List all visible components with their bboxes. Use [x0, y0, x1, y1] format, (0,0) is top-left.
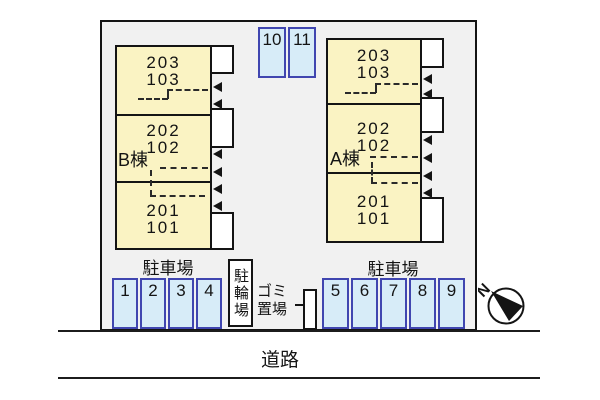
entrance-arrow-icon — [213, 167, 222, 177]
entrance-path-dash — [138, 98, 168, 100]
parking-stall: 4 — [196, 278, 222, 329]
entrance-arrow-icon — [423, 135, 432, 145]
building-b-name: B棟 — [118, 150, 149, 170]
building-a-unit-middle: 202 102 — [326, 120, 422, 154]
parking-stall: 7 — [380, 278, 407, 329]
building-b-porch-bottom — [210, 212, 234, 250]
parking-stall: 5 — [322, 278, 349, 329]
entrance-arrow-icon — [423, 171, 432, 181]
building-b-divider-1 — [117, 114, 210, 116]
unit-number-lower: 103 — [146, 70, 181, 89]
garbage-label-line2: 置場 — [256, 301, 287, 318]
parking-stall: 10 — [258, 27, 286, 78]
parking-label-left: 駐車場 — [142, 259, 194, 278]
entrance-path-dash — [150, 170, 152, 196]
parking-row-left: 1 2 3 4 — [112, 278, 222, 329]
entrance-path-dash — [150, 195, 205, 197]
entrance-path-dash — [167, 89, 208, 91]
garbage-pointer-line — [295, 304, 304, 306]
parking-label-right: 駐車場 — [367, 260, 419, 279]
parking-stall: 3 — [168, 278, 194, 329]
entrance-path-dash — [375, 84, 377, 93]
entrance-arrow-icon — [423, 89, 432, 99]
building-b-porch-top — [210, 45, 234, 74]
compass-needle-icon — [491, 291, 523, 321]
entrance-arrow-icon — [423, 153, 432, 163]
entrance-arrow-icon — [213, 201, 222, 211]
unit-number-lower: 101 — [356, 209, 392, 228]
unit-number-upper: 203 — [146, 53, 181, 72]
road-line-bottom — [58, 377, 540, 379]
entrance-arrow-icon — [213, 149, 222, 159]
building-a-name: A棟 — [330, 149, 361, 169]
garbage-box — [303, 289, 317, 330]
parking-stall: 6 — [351, 278, 378, 329]
garbage-label-line1: ゴミ — [256, 283, 287, 300]
unit-number-upper: 202 — [146, 121, 181, 140]
compass-icon: N — [478, 281, 525, 325]
parking-row-right: 5 6 7 8 9 — [322, 278, 465, 329]
bicycle-parking-box: 駐輪場 — [228, 259, 253, 327]
parking-stall: 9 — [438, 278, 465, 329]
building-b-divider-2 — [117, 181, 210, 183]
building-a-porch-middle — [420, 97, 444, 133]
unit-number-lower: 103 — [356, 63, 392, 82]
garbage-area-label: ゴミ 置場 — [248, 283, 296, 319]
road-line-top — [58, 330, 540, 332]
entrance-path-dash — [371, 182, 418, 184]
building-b-unit-top: 203 103 — [115, 54, 212, 88]
unit-number-upper: 203 — [356, 46, 392, 65]
entrance-arrow-icon — [423, 74, 432, 84]
building-b-unit-middle: 202 102 — [115, 122, 212, 156]
parking-stall: 11 — [288, 27, 316, 78]
entrance-path-dash — [160, 167, 208, 169]
entrance-arrow-icon — [213, 99, 222, 109]
unit-number-lower: 102 — [356, 136, 392, 155]
entrance-arrow-icon — [213, 82, 222, 92]
parking-stall: 2 — [140, 278, 166, 329]
unit-number-upper: 201 — [146, 201, 181, 220]
building-a-divider-2 — [328, 172, 420, 174]
parking-row-top: 10 11 — [258, 27, 316, 78]
bicycle-parking-label: 駐輪場 — [232, 267, 249, 319]
building-a-porch-bottom — [420, 197, 444, 243]
road-label: 道路 — [260, 350, 299, 371]
entrance-arrow-icon — [213, 184, 222, 194]
parking-stall: 8 — [409, 278, 436, 329]
building-b-unit-bottom: 201 101 — [115, 202, 212, 236]
entrance-path-dash — [370, 156, 418, 158]
parking-stall: 1 — [112, 278, 138, 329]
building-a-porch-top — [420, 38, 444, 68]
building-b — [115, 45, 212, 250]
building-a — [326, 38, 422, 243]
entrance-arrow-icon — [423, 188, 432, 198]
unit-number-lower: 102 — [146, 138, 181, 157]
unit-number-upper: 202 — [356, 119, 392, 138]
entrance-path-dash — [371, 162, 373, 183]
entrance-path-dash — [167, 90, 169, 99]
entrance-path-dash — [375, 83, 418, 85]
unit-number-upper: 201 — [356, 192, 392, 211]
entrance-path-dash — [345, 92, 376, 94]
unit-number-lower: 101 — [146, 218, 181, 237]
building-a-divider-1 — [328, 103, 420, 105]
building-b-porch-middle — [210, 108, 234, 148]
building-a-unit-top: 203 103 — [326, 47, 422, 81]
building-a-unit-bottom: 201 101 — [326, 193, 422, 227]
